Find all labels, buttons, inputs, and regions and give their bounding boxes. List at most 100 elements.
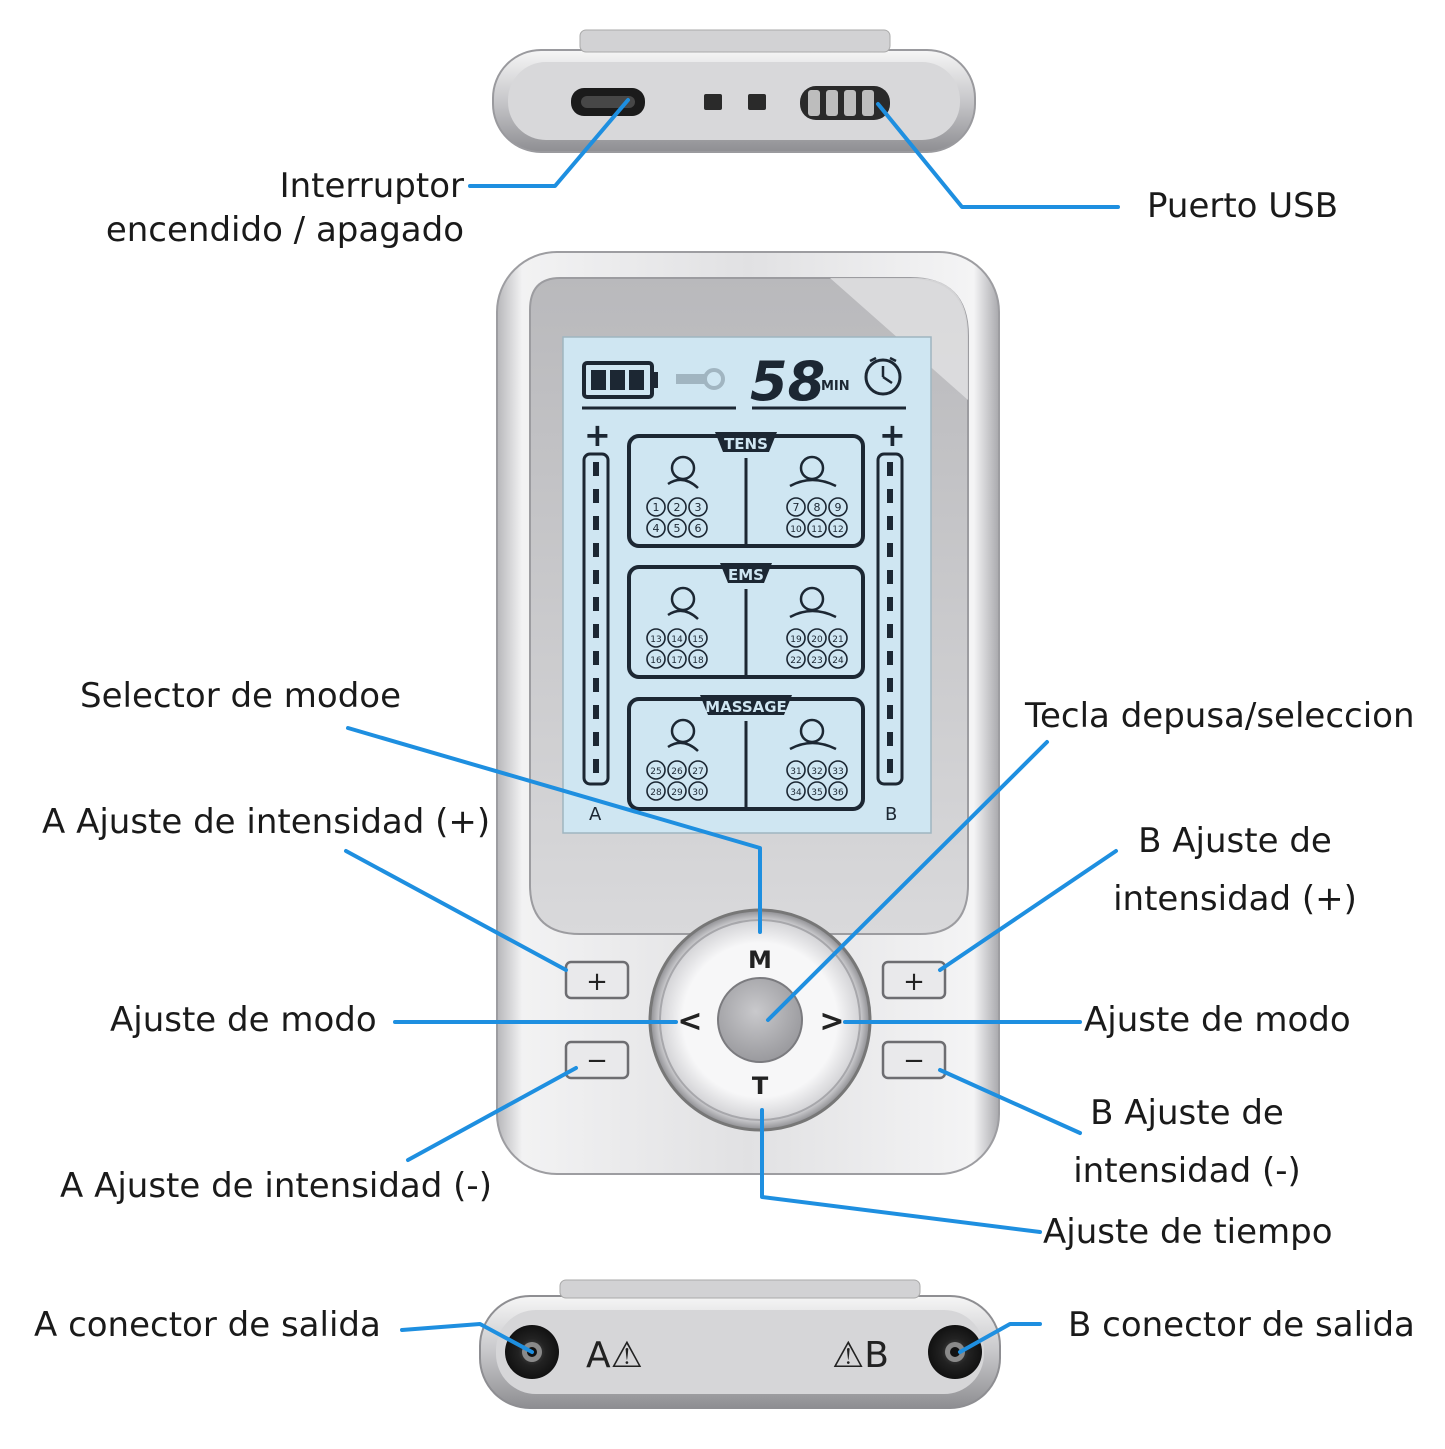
clock-icon	[864, 356, 902, 396]
program-number: 10	[790, 525, 802, 535]
program-number: 31	[790, 767, 801, 777]
power-switch-icon[interactable]	[800, 86, 890, 120]
mode-selector-label: Selector de modoe	[80, 676, 402, 716]
b-output-label: B conector de salida	[1068, 1305, 1415, 1345]
program-number: 14	[671, 635, 683, 645]
pause-select-key-label: Tecla depusa/seleccion	[1025, 696, 1415, 736]
a-intensity-plus-label: A Ajuste de intensidad (+)	[42, 802, 491, 842]
intensity-segment	[593, 759, 599, 773]
intensity-segment	[887, 678, 893, 692]
power-switch-label: Interruptor encendido / apagado	[105, 166, 464, 250]
intensity-segment	[593, 570, 599, 584]
intensity-segment	[593, 705, 599, 719]
program-number: 36	[832, 788, 844, 798]
program-number: 1	[653, 501, 660, 514]
intensity-segment	[593, 597, 599, 611]
program-number: 12	[832, 525, 843, 535]
mode-adjust-right-label: Ajuste de modo	[1084, 1000, 1351, 1040]
svg-text:+: +	[586, 967, 608, 997]
b-intensity-minus-label: B Ajuste de intensidad (-)	[1073, 1093, 1301, 1191]
program-number: 17	[671, 656, 682, 666]
channel-a-plus: +	[584, 416, 611, 454]
section-title: EMS	[728, 566, 764, 584]
section-title: MASSAGE	[705, 698, 787, 716]
program-number: 29	[671, 788, 683, 798]
program-number: 8	[814, 501, 821, 514]
a-minus-button[interactable]: −	[564, 1040, 630, 1080]
time-adjust-label: Ajuste de tiempo	[1043, 1212, 1333, 1252]
intensity-segment	[887, 543, 893, 557]
svg-text:−: −	[586, 1046, 608, 1076]
intensity-segment	[593, 462, 599, 476]
intensity-segment	[887, 489, 893, 503]
program-number: 16	[650, 656, 662, 666]
program-number: 34	[790, 788, 802, 798]
svg-text:−: −	[903, 1046, 925, 1076]
program-number: 27	[692, 767, 703, 777]
program-number: 30	[692, 788, 704, 798]
channel-a-intensity-bar	[582, 452, 610, 786]
a-output-label: A conector de salida	[34, 1305, 381, 1345]
program-number: 6	[695, 522, 702, 535]
program-number: 13	[650, 635, 661, 645]
top-edge-view	[492, 29, 976, 153]
intensity-segment	[593, 489, 599, 503]
indicator-led-icon	[704, 94, 722, 110]
intensity-segment	[887, 732, 893, 746]
intensity-segment	[887, 516, 893, 530]
bottom-edge-view: A⚠ ⚠B	[479, 1279, 1001, 1409]
channel-a-label: A	[589, 804, 602, 825]
program-number: 33	[832, 767, 843, 777]
intensity-segment	[887, 651, 893, 665]
left-arrow-button[interactable]: <	[677, 1004, 702, 1039]
program-number: 25	[650, 767, 661, 777]
program-number: 4	[653, 522, 660, 535]
program-number: 5	[674, 522, 681, 535]
a-plus-button[interactable]: +	[564, 960, 630, 1000]
intensity-segment	[887, 705, 893, 719]
time-button[interactable]: T	[752, 1072, 769, 1100]
intensity-segment	[887, 570, 893, 584]
program-number: 24	[832, 656, 844, 666]
right-arrow-button[interactable]: >	[819, 1004, 844, 1039]
intensity-segment	[887, 462, 893, 476]
program-number: 20	[811, 635, 823, 645]
timer-unit: MIN	[821, 379, 850, 394]
program-number: 35	[811, 788, 822, 798]
a-intensity-minus-label: A Ajuste de intensidad (-)	[60, 1166, 492, 1206]
program-number: 3	[695, 501, 702, 514]
intensity-segment	[593, 678, 599, 692]
lock-key-icon	[676, 368, 725, 390]
intensity-segment	[593, 543, 599, 557]
program-number: 19	[790, 635, 802, 645]
output-jack-b-icon[interactable]	[928, 1325, 982, 1379]
port-b-mark: ⚠B	[832, 1335, 889, 1376]
channel-b-plus: +	[879, 416, 906, 454]
program-number: 11	[811, 525, 822, 535]
program-number: 23	[811, 656, 822, 666]
b-minus-button[interactable]: −	[881, 1040, 947, 1080]
program-number: 32	[811, 767, 822, 777]
usb-port-label: Puerto USB	[1147, 186, 1339, 226]
channel-b-label: B	[885, 804, 897, 825]
b-intensity-plus-label: B Ajuste de intensidad (+)	[1113, 821, 1357, 919]
pause-select-button[interactable]	[717, 977, 803, 1063]
intensity-segment	[887, 597, 893, 611]
channel-b-intensity-bar	[876, 452, 904, 786]
battery-icon	[582, 361, 658, 399]
svg-text:+: +	[903, 967, 925, 997]
program-number: 22	[790, 656, 801, 666]
program-number: 21	[832, 635, 843, 645]
b-plus-button[interactable]: +	[881, 960, 947, 1000]
intensity-segment	[593, 516, 599, 530]
indicator-led-icon	[748, 94, 766, 110]
mode-button[interactable]: M	[748, 946, 772, 974]
intensity-segment	[593, 732, 599, 746]
program-number: 7	[793, 501, 800, 514]
